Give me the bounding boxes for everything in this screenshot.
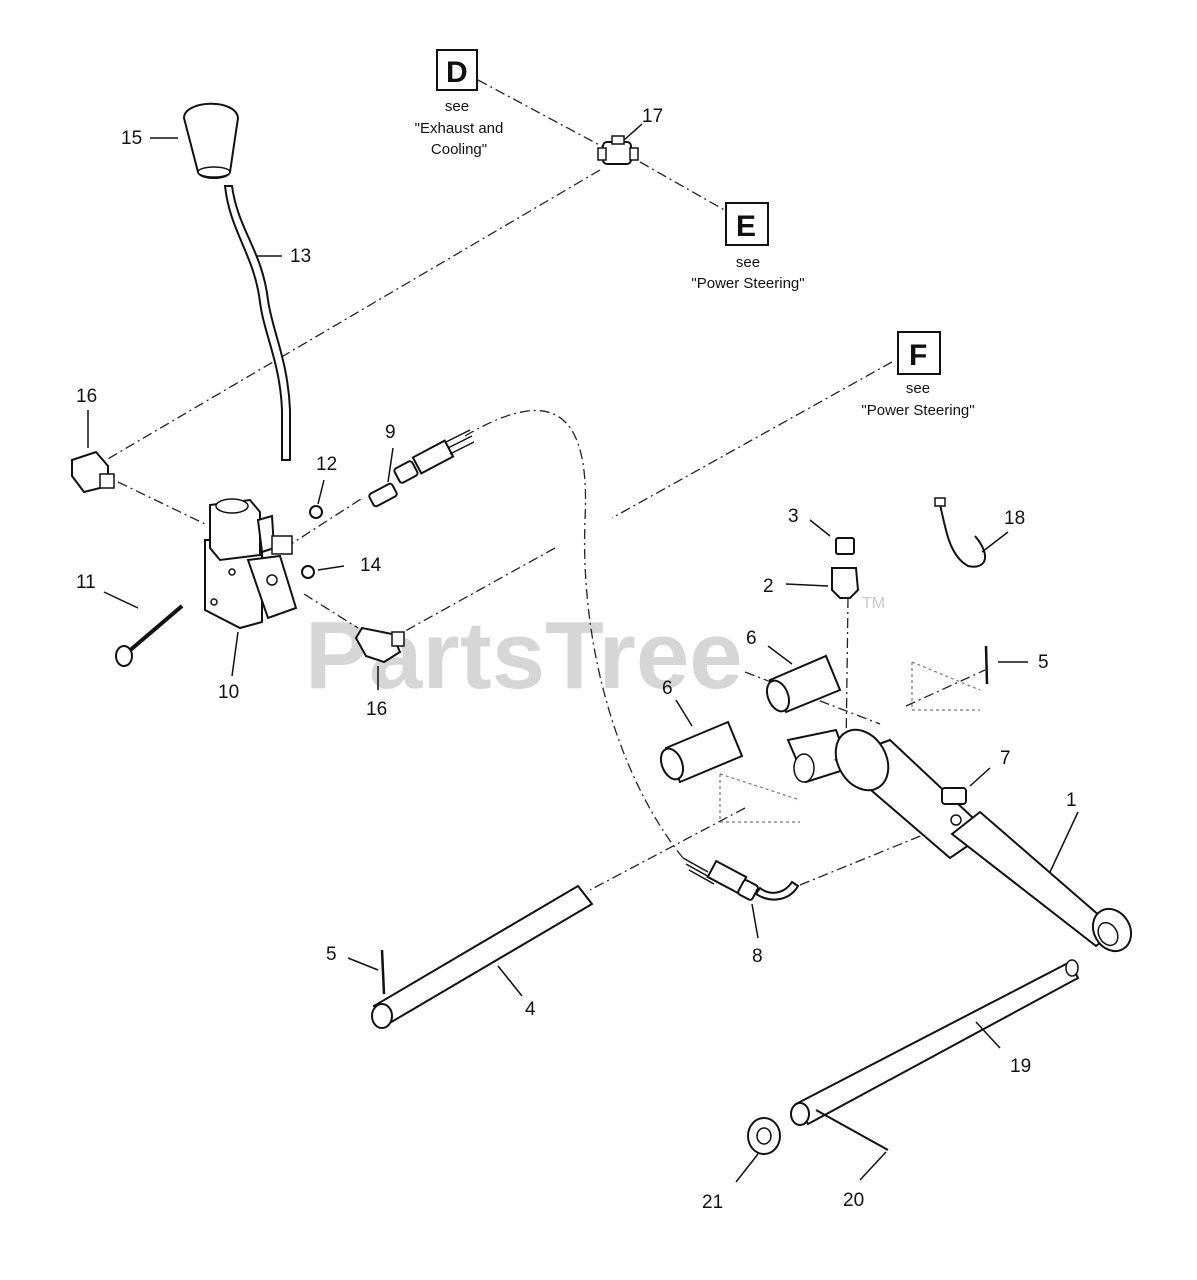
part-5-pin-left[interactable] xyxy=(347,949,386,995)
part-10-valve[interactable] xyxy=(204,498,298,677)
reference-d-see: see xyxy=(445,98,469,115)
part-7-fitting[interactable] xyxy=(941,767,991,805)
watermark-tm: TM xyxy=(862,595,885,612)
reference-f-box[interactable] xyxy=(897,331,941,375)
reference-f-line1: "Power Steering" xyxy=(861,402,974,419)
callout-16-lower: 16 xyxy=(366,699,387,720)
callout-6-right: 6 xyxy=(746,628,757,649)
part-8-hose-end[interactable] xyxy=(682,857,800,939)
callout-14: 14 xyxy=(360,555,382,576)
part-9-adapter[interactable] xyxy=(368,447,398,508)
part-14-nut[interactable] xyxy=(301,565,345,579)
ghost-brackets xyxy=(719,661,981,823)
part-21-washer[interactable] xyxy=(735,1117,781,1183)
part-1-cylinder[interactable] xyxy=(786,720,1139,958)
reference-d-line1: "Exhaust and xyxy=(415,120,504,137)
callout-5-right: 5 xyxy=(1038,652,1049,673)
callout-12: 12 xyxy=(316,454,337,475)
reference-e[interactable]: E see "Power Steering" xyxy=(691,202,805,292)
part-11-bolt[interactable] xyxy=(103,591,184,667)
reference-d-box[interactable] xyxy=(436,49,478,91)
callout-4: 4 xyxy=(525,999,536,1020)
callout-5-left: 5 xyxy=(326,944,337,965)
part-20-pin[interactable] xyxy=(815,1109,889,1181)
reference-e-see: see xyxy=(736,254,760,271)
callout-16-upper: 16 xyxy=(76,386,97,407)
reference-d-letter: D xyxy=(446,56,468,89)
part-6-bushing-right[interactable] xyxy=(763,645,842,715)
callout-21: 21 xyxy=(702,1192,723,1213)
reference-f-letter: F xyxy=(909,339,927,372)
part-6-bushing-left[interactable] xyxy=(657,699,744,784)
callout-9: 9 xyxy=(385,422,396,443)
callout-19: 19 xyxy=(1010,1056,1031,1077)
callout-8: 8 xyxy=(752,946,763,967)
callout-numbers: 1 2 3 4 5 5 6 6 7 8 9 10 11 12 13 14 15 … xyxy=(76,106,1077,1213)
callout-6-left: 6 xyxy=(662,678,673,699)
callout-20: 20 xyxy=(843,1190,864,1211)
part-4-shaft[interactable] xyxy=(371,884,594,1029)
callout-13: 13 xyxy=(290,246,311,267)
callout-7: 7 xyxy=(1000,748,1011,769)
connection-lines xyxy=(105,79,986,891)
reference-e-box[interactable] xyxy=(725,202,769,246)
part-17-tee[interactable] xyxy=(597,123,643,165)
part-15-knob[interactable] xyxy=(150,102,240,179)
part-3-plug[interactable] xyxy=(809,519,855,555)
reference-d[interactable]: D see "Exhaust and Cooling" xyxy=(415,49,504,158)
callout-18: 18 xyxy=(1004,508,1025,529)
hose-end-upper[interactable] xyxy=(393,429,475,484)
part-5-pin-right[interactable] xyxy=(984,645,1028,685)
reference-e-line1: "Power Steering" xyxy=(691,275,804,292)
part-12-nut[interactable] xyxy=(309,479,325,519)
callout-10: 10 xyxy=(218,682,239,703)
callout-3: 3 xyxy=(788,506,799,527)
part-13-lever[interactable] xyxy=(223,185,291,461)
reference-f-see: see xyxy=(906,380,930,397)
reference-e-letter: E xyxy=(736,210,756,243)
reference-f[interactable]: F see "Power Steering" xyxy=(861,331,975,419)
callout-15: 15 xyxy=(121,128,142,149)
part-16-elbow-lower[interactable] xyxy=(354,626,405,690)
part-16-elbow-upper[interactable] xyxy=(71,410,115,494)
part-18-clip[interactable] xyxy=(934,497,1009,568)
callout-2: 2 xyxy=(763,576,774,597)
part-19-rod[interactable] xyxy=(790,959,1080,1126)
part-2-adapter[interactable] xyxy=(785,567,860,599)
reference-d-line2: Cooling" xyxy=(431,141,487,158)
callout-1: 1 xyxy=(1066,790,1077,811)
callout-17: 17 xyxy=(642,106,663,127)
callout-11: 11 xyxy=(76,572,96,593)
